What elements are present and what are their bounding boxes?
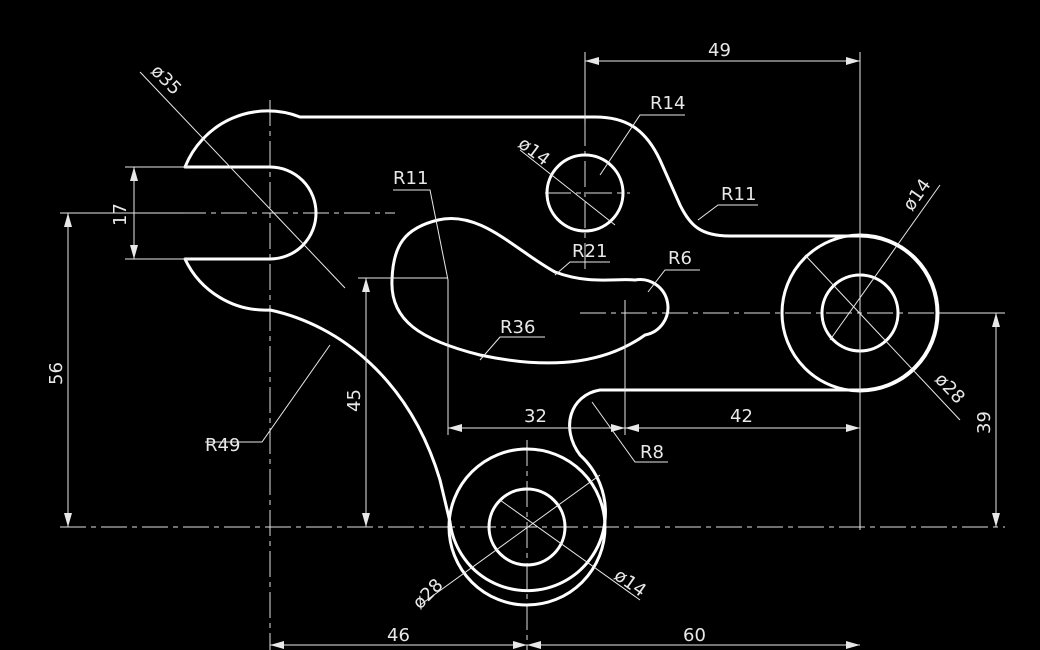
dim-label-r14: R14 (650, 93, 685, 114)
hole-top-d14 (545, 153, 625, 233)
leader-r8 (591, 401, 668, 463)
dim-label-32: 32 (524, 406, 547, 427)
arrow-42-left (625, 424, 639, 432)
dim-label-r36: R36 (500, 317, 535, 338)
dim-label-r21: R21 (572, 241, 607, 262)
arrow-60-right (846, 641, 860, 649)
leader-d14-top (519, 149, 616, 226)
arrow-45-top (362, 278, 370, 292)
arrow-46-left (270, 641, 284, 649)
leader-r49 (205, 344, 331, 443)
arrow-39-top (992, 313, 1000, 327)
arrow-49-left (585, 57, 599, 65)
dim-label-d14-bottom: ø14 (610, 565, 650, 602)
dim-label-d14-top: ø14 (514, 133, 554, 170)
arrow-17-bottom (130, 245, 138, 259)
dim-label-56: 56 (46, 362, 67, 385)
leader-d28-right (804, 254, 961, 421)
dim-label-45: 45 (344, 389, 365, 412)
arrow-17-top (130, 167, 138, 181)
dim-label-60: 60 (683, 625, 706, 646)
leader-d28-bottom (419, 474, 601, 606)
dim-label-17: 17 (110, 203, 131, 226)
arrow-32-right (611, 424, 625, 432)
arrow-46-right (513, 641, 527, 649)
arrow-56-top (64, 213, 72, 227)
leader-r11-left (393, 189, 449, 281)
dim-label-d35: ø35 (146, 61, 185, 100)
leader-r14 (599, 114, 685, 176)
center-lines (60, 100, 1005, 650)
dim-label-39: 39 (974, 411, 995, 434)
dim-label-49: 49 (708, 40, 731, 61)
leader-r21 (554, 261, 610, 276)
leader-r11-right (697, 204, 758, 221)
dim-label-d28-bottom: ø28 (409, 575, 448, 614)
arrow-60-left (527, 641, 541, 649)
arrow-39-bottom (992, 513, 1000, 527)
leader-r36 (479, 336, 545, 361)
dim-label-42: 42 (730, 406, 753, 427)
dimension-labels: 49 ø35 17 R11 R14 ø14 R11 R21 R6 ø14 R36… (46, 40, 995, 646)
leader-d14-bottom (499, 499, 641, 601)
hole-bottom-d14 (487, 487, 567, 567)
leader-d35 (139, 71, 346, 289)
dim-label-r8: R8 (640, 442, 664, 463)
arrow-56-bottom (64, 513, 72, 527)
leader-d14-right (829, 184, 941, 341)
arrow-42-right (846, 424, 860, 432)
kidney-slot (390, 217, 670, 365)
dim-label-r6: R6 (668, 248, 692, 269)
arrow-32-left (448, 424, 462, 432)
dim-label-d28-right: ø28 (930, 369, 968, 408)
dim-label-r11-right: R11 (721, 184, 756, 205)
part-geometry (183, 109, 940, 607)
dim-label-r49: R49 (205, 435, 240, 456)
dim-label-r11-left: R11 (393, 168, 428, 189)
outer-contour (183, 109, 939, 593)
boss-bottom-d28 (447, 447, 607, 607)
leader-r6 (647, 269, 700, 293)
dimension-lines (60, 52, 1005, 649)
arrow-45-bottom (362, 513, 370, 527)
dim-label-46: 46 (387, 625, 410, 646)
arrow-49-right (846, 57, 860, 65)
dim-label-d14-right: ø14 (899, 175, 936, 215)
